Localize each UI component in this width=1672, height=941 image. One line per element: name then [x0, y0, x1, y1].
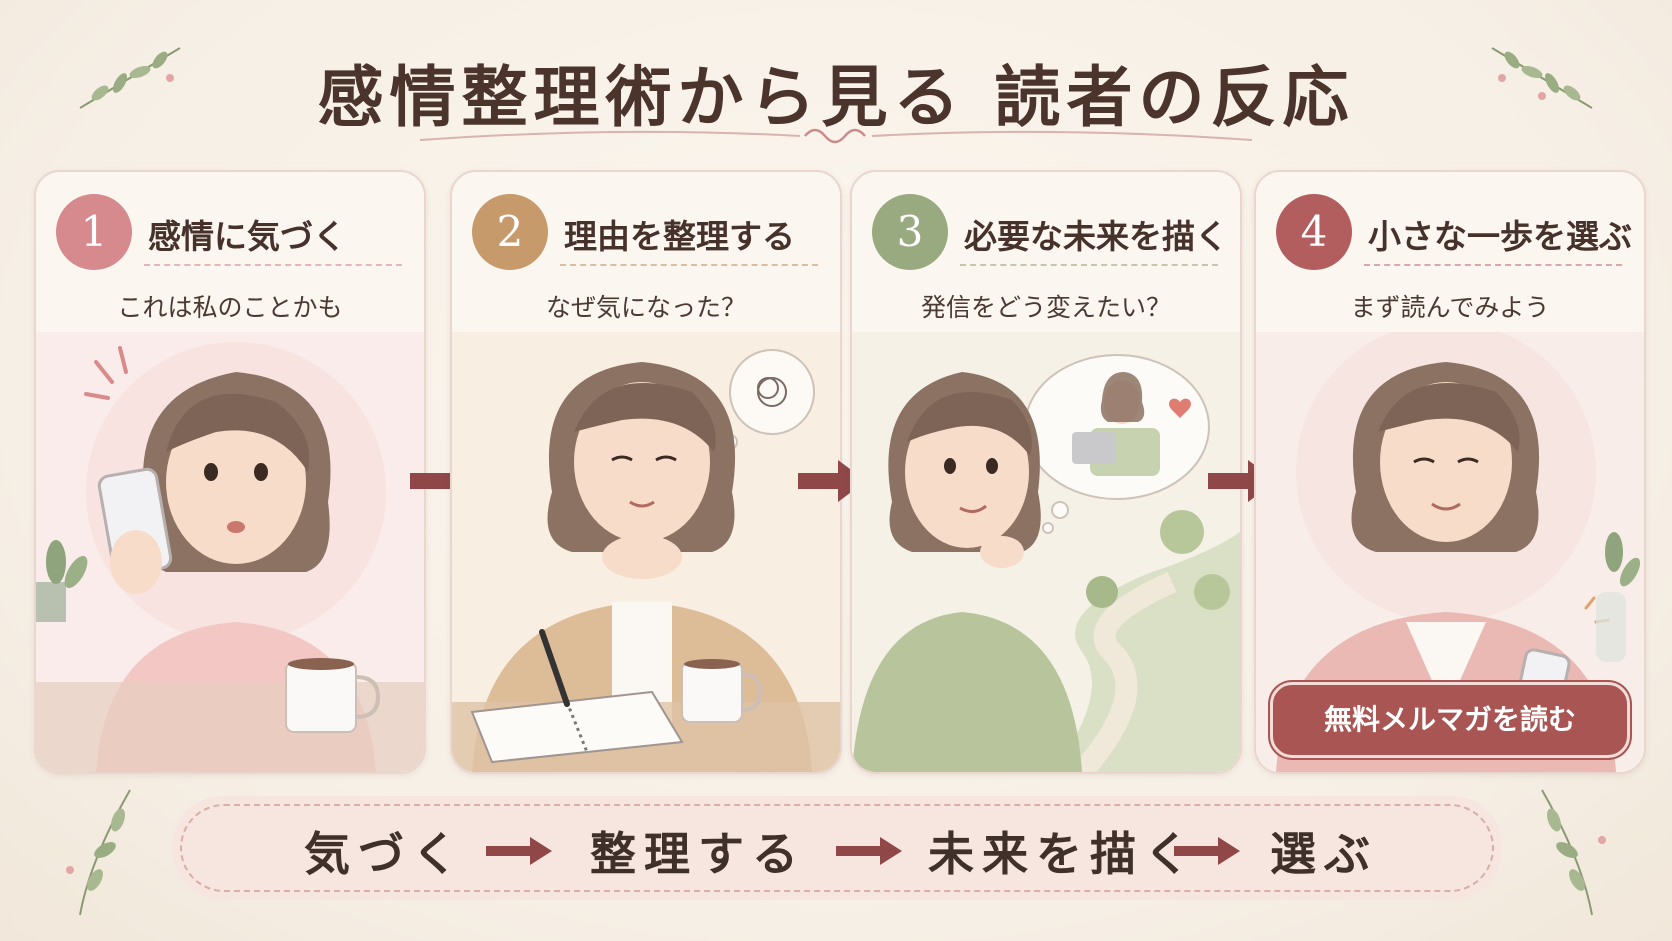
step-caption: 発信をどう変えたい？ — [920, 293, 1171, 322]
step-illustration — [852, 332, 1240, 772]
coffee-cup-icon — [285, 658, 381, 733]
step-illustration — [452, 332, 840, 772]
step-heading: 感情に気づく — [148, 217, 346, 256]
flow-step-4: 選ぶ — [1270, 827, 1378, 881]
step-caption: これは私のことかも — [117, 293, 343, 322]
step-number-badge: 3 — [872, 194, 948, 270]
flow-step-3: 未来を描く — [928, 827, 1198, 881]
right-arrow-icon — [798, 460, 866, 502]
right-arrow-icon — [1174, 837, 1240, 865]
step-number-badge: 4 — [1276, 194, 1352, 270]
step-card-4: 4 小さな一歩を選ぶ まず読んでみよう 無料メルマガを読む — [1254, 170, 1646, 774]
step-heading: 小さな一歩を選ぶ — [1368, 217, 1632, 256]
step-caption: なぜ気になった？ — [545, 293, 746, 322]
thought-bubble-icon — [1024, 354, 1210, 534]
step-number-badge: 2 — [472, 194, 548, 270]
title-divider — [420, 128, 1252, 144]
plant-icon — [36, 540, 88, 622]
step-heading: 理由を整理する — [564, 217, 795, 256]
heart-icon — [1169, 398, 1191, 418]
heading-divider — [560, 264, 818, 266]
flow-summary: 気づく 整理する 未来を描く 選ぶ — [172, 796, 1502, 900]
step-number-badge: 1 — [56, 194, 132, 270]
heading-divider — [960, 264, 1218, 266]
heading-divider — [144, 264, 402, 266]
step-card-3: 3 必要な未来を描く 発信をどう変えたい？ — [850, 170, 1242, 774]
step-heading: 必要な未来を描く — [964, 217, 1228, 256]
leaf-sprig-icon — [1491, 47, 1593, 109]
flow-step-2: 整理する — [590, 827, 806, 881]
step-caption: まず読んでみよう — [1350, 293, 1550, 322]
right-arrow-icon — [836, 837, 902, 865]
page-title: 感情整理術から見る 読者の反応 — [317, 58, 1355, 136]
flow-border — [180, 804, 1494, 892]
leaf-sprig-icon — [1541, 789, 1606, 916]
step-card-2: 2 理由を整理する なぜ気になった？ — [450, 170, 842, 774]
right-arrow-icon — [486, 837, 552, 865]
leaf-sprig-icon — [66, 789, 131, 916]
read-newsletter-button[interactable]: 無料メルマガを読む — [1270, 682, 1630, 758]
pen-icon — [539, 629, 570, 707]
surprise-lines — [84, 346, 128, 400]
plant-icon — [1596, 532, 1641, 662]
step-card-1: 1 感情に気づく これは私のことかも — [34, 170, 426, 774]
coffee-cup-icon — [681, 659, 763, 723]
heading-divider — [1364, 264, 1622, 266]
step-illustration — [36, 332, 424, 772]
flow-step-1: 気づく — [304, 827, 466, 881]
notebook-icon — [470, 690, 684, 764]
leaf-sprig-icon — [79, 47, 181, 109]
laptop-icon — [1072, 432, 1116, 464]
